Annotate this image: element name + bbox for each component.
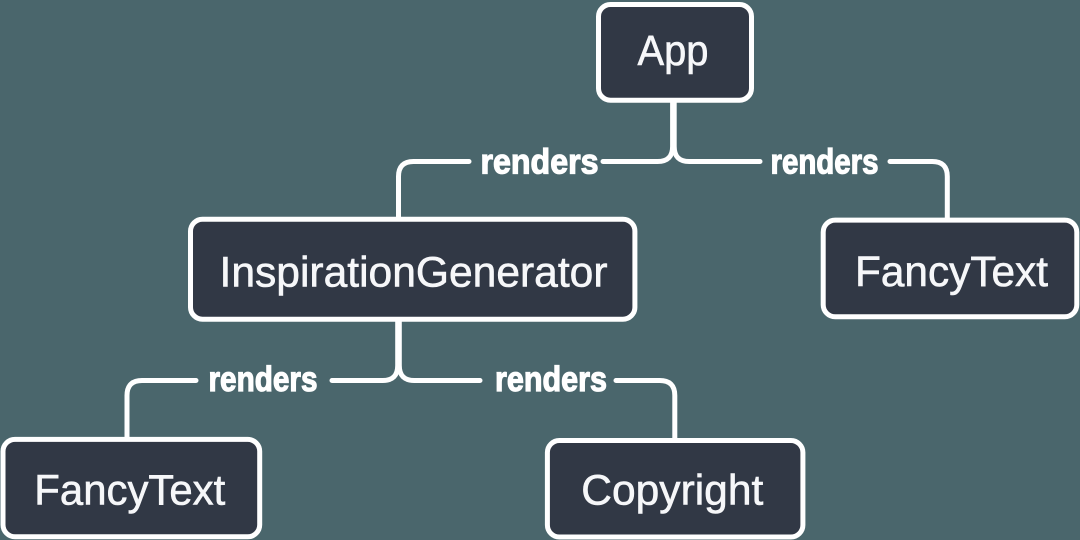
svg-text:renders: renders bbox=[771, 143, 879, 182]
svg-text:FancyText: FancyText bbox=[34, 467, 225, 515]
svg-text:Copyright: Copyright bbox=[581, 466, 763, 514]
svg-text:renders: renders bbox=[209, 360, 318, 399]
svg-text:renders: renders bbox=[481, 142, 599, 181]
svg-text:renders: renders bbox=[495, 360, 607, 399]
svg-text:FancyText: FancyText bbox=[855, 248, 1048, 296]
svg-text:InspirationGenerator: InspirationGenerator bbox=[220, 249, 608, 297]
svg-text:App: App bbox=[638, 27, 709, 75]
